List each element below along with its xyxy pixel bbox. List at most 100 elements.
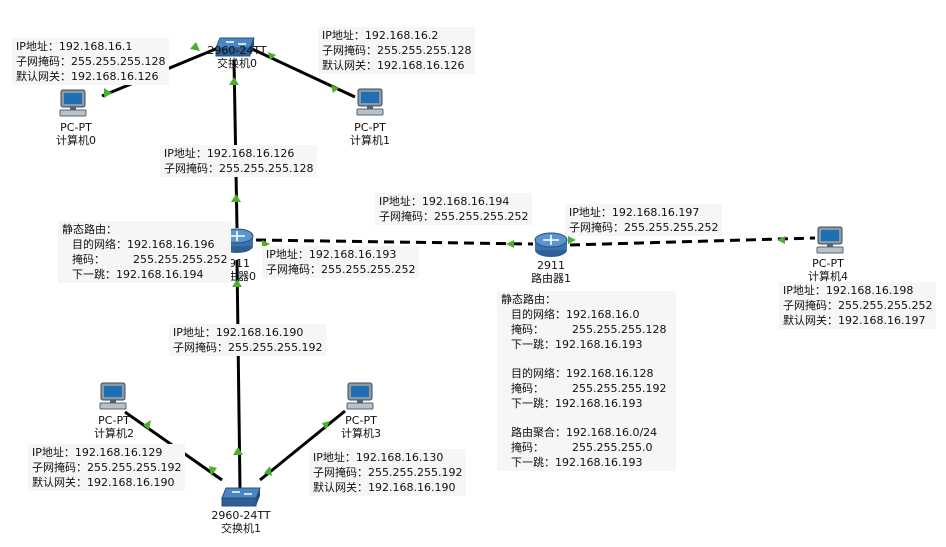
- ip-label: IP地址：: [322, 29, 365, 42]
- ip-label: IP地址：: [32, 446, 75, 459]
- link-router0-router1[interactable]: [255, 238, 534, 246]
- router1-static-route-note: 静态路由： 目的网络：192.168.16.0 掩码： 255.255.255.1…: [497, 291, 677, 471]
- router0-serial-note: IP地址：192.168.16.193 子网掩码：255.255.255.252: [262, 246, 420, 278]
- mask-label: 子网掩码：: [783, 299, 838, 312]
- r1-route2-next-hop: 192.168.16.193: [555, 397, 643, 410]
- gateway-label: 默认网关：: [783, 314, 838, 327]
- mask-short-label: 掩码：: [511, 441, 544, 454]
- pc2-icon[interactable]: [98, 382, 128, 414]
- next-hop-label: 下一跳：: [511, 397, 555, 410]
- pc2-ip: 192.168.16.129: [74, 446, 163, 459]
- pc0-ip: 192.168.16.1: [58, 40, 133, 53]
- ip-label: IP地址：: [313, 451, 356, 464]
- pc1-config-note: IP地址：192.168.16.2 子网掩码：255.255.255.128 默…: [318, 27, 476, 74]
- pc1-ip: 192.168.16.2: [364, 29, 439, 42]
- link-router0-switch1[interactable]: [235, 259, 242, 491]
- pc0-icon[interactable]: [58, 89, 88, 121]
- pc3-gateway: 192.168.16.190: [368, 481, 456, 494]
- pc4-model: PC-PT: [812, 257, 844, 270]
- gateway-label: 默认网关：: [32, 476, 87, 489]
- link-router1-pc4[interactable]: [569, 236, 816, 247]
- switch1-label: 2960-24TT 交换机1: [206, 509, 276, 535]
- router0-static-route-note: 静态路由： 目的网络：192.168.16.196 掩码：255.255.255…: [58, 221, 232, 283]
- r0-g1-mask: 255.255.255.192: [228, 341, 323, 354]
- pc4-gateway: 192.168.16.197: [838, 314, 926, 327]
- pc2-name: 计算机2: [94, 427, 134, 440]
- pc2-mask: 255.255.255.192: [87, 461, 182, 474]
- pc3-config-note: IP地址：192.168.16.130 子网掩码：255.255.255.192…: [309, 449, 467, 496]
- pc3-icon[interactable]: [345, 382, 375, 414]
- r1-left-ip: 192.168.16.194: [421, 195, 510, 208]
- r1-route3-next-hop: 192.168.16.193: [555, 456, 643, 469]
- switch1-icon[interactable]: [220, 486, 262, 512]
- next-hop-label: 下一跳：: [72, 268, 116, 281]
- dest-label: 目的网络：: [511, 308, 566, 321]
- pc4-label: PC-PT 计算机4: [800, 257, 856, 283]
- switch0-icon[interactable]: [214, 36, 256, 62]
- pc1-label: PC-PT 计算机1: [342, 121, 398, 147]
- pc3-mask: 255.255.255.192: [368, 466, 463, 479]
- r0-serial-ip: 192.168.16.193: [308, 248, 397, 261]
- pc4-icon[interactable]: [815, 226, 845, 258]
- pc1-mask: 255.255.255.128: [377, 44, 472, 57]
- r1-route1-mask: 255.255.255.128: [572, 323, 667, 336]
- r0-g1-ip: 192.168.16.190: [215, 326, 304, 339]
- router1-icon[interactable]: [533, 230, 569, 264]
- pc1-name: 计算机1: [350, 134, 390, 147]
- switch1-name: 交换机1: [221, 522, 261, 535]
- static-route-title: 静态路由：: [501, 293, 556, 306]
- pc2-config-note: IP地址：192.168.16.129 子网掩码：255.255.255.192…: [28, 444, 186, 491]
- port-indicators: [104, 42, 785, 476]
- gateway-label: 默认网关：: [16, 70, 71, 83]
- ip-label: IP地址：: [379, 195, 422, 208]
- pc1-icon[interactable]: [355, 88, 385, 120]
- mask-short-label: 掩码：: [72, 253, 105, 266]
- router0-g1-note: IP地址：192.168.16.190 子网掩码：255.255.255.192: [169, 324, 327, 356]
- r0-g0-ip: 192.168.16.126: [206, 147, 295, 160]
- ip-label: IP地址：: [569, 206, 612, 219]
- r0-g0-mask: 255.255.255.128: [219, 162, 314, 175]
- router1-left-note: IP地址：192.168.16.194 子网掩码：255.255.255.252: [375, 193, 533, 225]
- router1-label: 2911 路由器1: [521, 259, 581, 285]
- r1-right-mask: 255.255.255.252: [624, 221, 719, 234]
- mask-label: 子网掩码：: [379, 210, 434, 223]
- ip-label: IP地址：: [164, 147, 207, 160]
- mask-short-label: 掩码：: [511, 323, 544, 336]
- pc1-model: PC-PT: [354, 121, 386, 134]
- r1-left-mask: 255.255.255.252: [434, 210, 529, 223]
- mask-label: 子网掩码：: [173, 341, 228, 354]
- mask-label: 子网掩码：: [569, 221, 624, 234]
- router0-g0-note: IP地址：192.168.16.126 子网掩码：255.255.255.128: [160, 145, 318, 177]
- pc4-config-note: IP地址：192.168.16.198 子网掩码：255.255.255.252…: [779, 282, 937, 329]
- mask-label: 子网掩码：: [313, 466, 368, 479]
- ip-label: IP地址：: [266, 248, 309, 261]
- pc0-name: 计算机0: [56, 134, 96, 147]
- r0-route-mask: 255.255.255.252: [133, 253, 228, 266]
- gateway-label: 默认网关：: [313, 481, 368, 494]
- pc0-mask: 255.255.255.128: [71, 55, 166, 68]
- pc4-mask: 255.255.255.252: [838, 299, 933, 312]
- link-switch1-pc3[interactable]: [259, 409, 346, 482]
- r1-route3-mask: 255.255.255.0: [572, 441, 653, 454]
- r1-route1-next-hop: 192.168.16.193: [555, 338, 643, 351]
- mask-label: 子网掩码：: [322, 44, 377, 57]
- pc0-model: PC-PT: [60, 121, 92, 134]
- switch0-name: 交换机0: [217, 57, 257, 70]
- r0-route-next-hop: 192.168.16.194: [116, 268, 204, 281]
- dest-label: 目的网络：: [72, 238, 127, 251]
- router1-name: 路由器1: [531, 272, 571, 285]
- pc0-gateway: 192.168.16.126: [71, 70, 159, 83]
- pc2-gateway: 192.168.16.190: [87, 476, 175, 489]
- link-switch0-router0[interactable]: [232, 59, 239, 229]
- next-hop-label: 下一跳：: [511, 456, 555, 469]
- mask-label: 子网掩码：: [16, 55, 71, 68]
- aggregate-label: 路由聚合：: [511, 426, 566, 439]
- r1-route1-dest: 192.168.16.0: [566, 308, 640, 321]
- ip-label: IP地址：: [16, 40, 59, 53]
- mask-label: 子网掩码：: [164, 162, 219, 175]
- pc4-name: 计算机4: [808, 270, 848, 283]
- next-hop-label: 下一跳：: [511, 338, 555, 351]
- ip-label: IP地址：: [173, 326, 216, 339]
- pc4-ip: 192.168.16.198: [825, 284, 914, 297]
- r1-route3-dest: 192.168.16.0/24: [566, 426, 658, 439]
